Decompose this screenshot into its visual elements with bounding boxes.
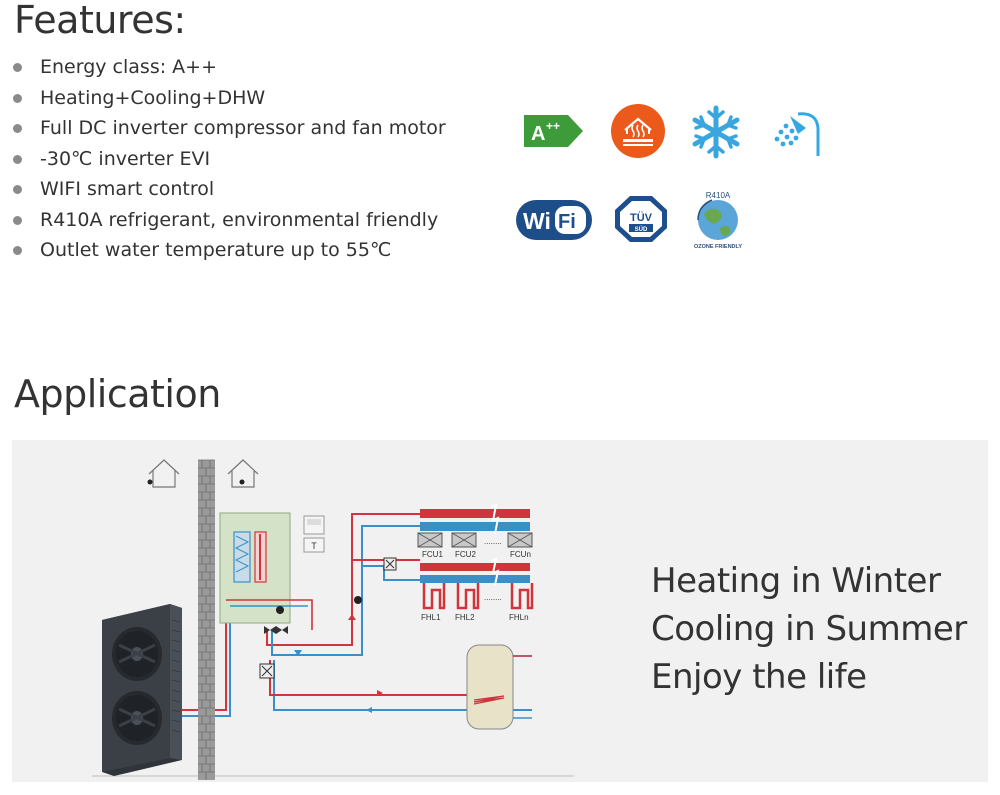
tuv-sud-icon: TÜV SÜD [615,196,667,242]
fcu-unit [417,532,443,548]
hydraulic-module [219,512,313,630]
floor-heating-loop [510,583,534,610]
bullet-icon [13,215,22,225]
hot-pipe [215,620,227,711]
wifi-icon: Wi Fi [516,200,592,240]
list-item: Heating+Cooling+DHW [10,83,446,114]
pump-icon [354,596,362,604]
bullet-icon [13,246,22,255]
list-item: WIFI smart control [10,174,446,205]
floor-heating-loop [422,583,446,610]
slogan: Heating in Winter Cooling in Summer Enjo… [651,557,967,701]
dhw-tank [466,644,532,730]
bullet-icon [13,124,22,133]
controller-panel [303,515,325,535]
slogan-line: Heating in Winter [651,561,941,601]
hot-pipe [269,660,467,696]
indoor-house-icon [227,459,259,488]
fhl-label: FHLn [509,613,529,622]
list-item: R410A refrigerant, environmental friendl… [10,205,446,236]
pump-icon [276,606,284,614]
cold-pipe [362,565,420,581]
svg-text:Fi: Fi [558,211,576,233]
svg-text:Wi: Wi [523,208,551,234]
fcu-label: FCU2 [455,550,476,559]
list-item: -30℃ inverter EVI [10,144,446,175]
fcu-unit [507,532,533,548]
list-item: Outlet water temperature up to 55℃ [10,235,446,266]
fhl-label: FHL1 [421,613,441,622]
fhl-label: FHL2 [455,613,475,622]
bullet-icon [13,63,22,72]
outdoor-sensor-icon [147,479,153,485]
fcu-return-header [420,522,530,531]
slogan-line: Enjoy the life [651,657,867,697]
fcu-unit [451,532,477,548]
svg-text:R410A: R410A [706,191,731,200]
svg-text:A: A [531,123,545,145]
svg-text:OZONE FRIENDLY: OZONE FRIENDLY [694,244,742,250]
outdoor-unit [102,604,182,776]
cold-pipe [215,620,231,717]
application-panel: T [12,440,988,782]
brick-wall [198,459,215,780]
outdoor-house-icon [148,459,180,488]
svg-text:TÜV: TÜV [630,211,653,224]
slogan-line: Cooling in Summer [651,609,967,649]
fhl-return-header [420,575,530,583]
valve-pair [264,626,288,634]
valve-icon [259,663,275,679]
ellipsis: ........ [484,537,502,546]
fcu-supply-header [420,509,530,518]
valve-icon [383,557,397,571]
bullet-icon [13,185,22,194]
hot-pipe [266,513,420,646]
indoor-sensor-icon [239,479,245,485]
bullet-icon [13,154,22,164]
fcu-label: FCUn [510,550,531,559]
system-diagram: T [92,459,574,780]
cold-pipe [271,525,420,656]
fcu-label: FCU1 [422,550,443,559]
features-heading: Features: [14,0,186,42]
fhl-supply-header [420,563,530,571]
ozone-friendly-icon: R410A OZONE FRIENDLY [694,191,742,250]
shower-icon [774,112,820,156]
features-list: Energy class: A++ Heating+Cooling+DHW Fu… [10,52,446,266]
application-heading: Application [14,372,221,416]
bullet-icon [13,93,22,103]
svg-text:SÜD: SÜD [635,226,648,233]
energy-class-icon: A ++ [524,115,583,147]
list-item: Energy class: A++ [10,52,446,83]
ellipsis: ........ [484,593,502,602]
floor-heating-icon [611,104,665,158]
floor-heating-loop [456,583,480,610]
list-item: Full DC inverter compressor and fan moto… [10,113,446,144]
svg-text:T: T [311,541,317,551]
thermostat-icon: T [303,537,325,553]
svg-text:++: ++ [546,119,560,133]
snowflake-icon [692,105,740,159]
